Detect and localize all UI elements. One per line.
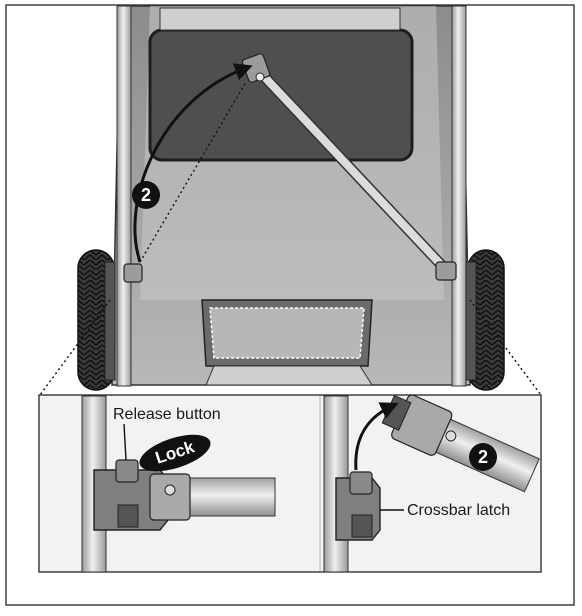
left-wheel (77, 249, 116, 391)
side-frame (116, 5, 467, 387)
right-wheel (465, 249, 505, 391)
roll-up-cover (159, 7, 401, 31)
step-badge: 2 (132, 181, 160, 209)
release-button-label: Release button (113, 406, 221, 423)
rear-pocket (201, 299, 373, 386)
detail-left-latch (81, 395, 276, 573)
crossbar-latch-label: Crossbar latch (407, 502, 511, 519)
detail-step-badge: 2 (469, 443, 497, 471)
step-arrow (133, 63, 253, 263)
left-latch (123, 263, 143, 283)
release-button (115, 459, 139, 483)
release-button-leader (123, 423, 127, 461)
release-arrow (354, 402, 399, 471)
trailer-body (111, 5, 471, 386)
